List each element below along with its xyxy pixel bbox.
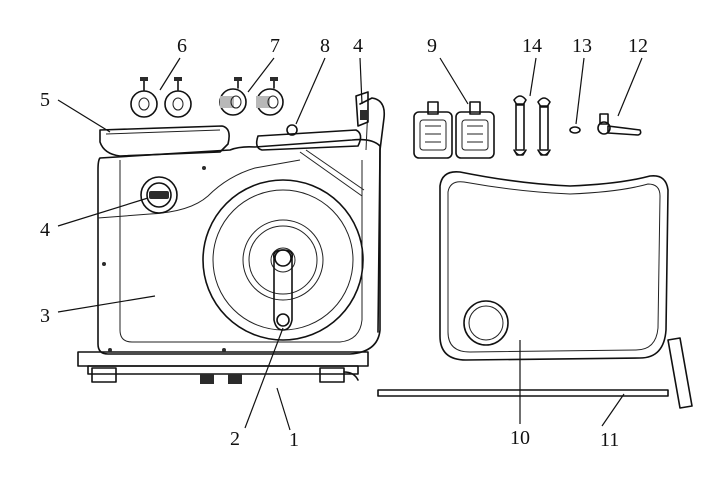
callout-7: 7 xyxy=(270,35,280,57)
locking-caster xyxy=(219,77,247,116)
lever-knob xyxy=(597,113,642,136)
resistance-knob xyxy=(140,176,178,214)
callout-9: 9 xyxy=(427,35,437,57)
side-housing-panel xyxy=(97,138,381,355)
callout-5: 5 xyxy=(40,89,50,111)
caster-wheel xyxy=(130,77,158,118)
tray-cup-holder xyxy=(463,300,509,346)
callout-1: 1 xyxy=(289,429,299,451)
crank-arm xyxy=(272,249,294,331)
callout-8: 8 xyxy=(320,35,330,57)
callout-14: 14 xyxy=(522,35,542,57)
wrench xyxy=(537,97,551,156)
callout-11: 11 xyxy=(600,429,619,451)
callout-labels: 1 2 3 4 4 5 6 7 8 9 10 11 12 13 14 xyxy=(40,35,648,451)
tray xyxy=(439,170,669,361)
callout-4-top: 4 xyxy=(353,35,363,57)
locking-casters-set xyxy=(219,77,284,116)
handle-bracket xyxy=(355,91,369,127)
flywheel-disc xyxy=(202,179,364,341)
caster-wheel xyxy=(164,77,192,118)
top-console-plate xyxy=(255,124,362,151)
callout-13: 13 xyxy=(572,35,592,57)
leader-lines xyxy=(57,57,643,431)
washer xyxy=(569,126,581,134)
pedals-set xyxy=(413,101,495,159)
wrenches-set xyxy=(513,95,551,156)
callout-4-side: 4 xyxy=(40,219,50,241)
pedal xyxy=(413,101,453,159)
callout-10: 10 xyxy=(510,427,530,449)
seat-plate xyxy=(99,125,230,157)
wrench xyxy=(513,95,527,156)
callout-2: 2 xyxy=(230,428,240,450)
t-handle-tool xyxy=(377,337,693,409)
callout-3: 3 xyxy=(40,305,50,327)
callout-12: 12 xyxy=(628,35,648,57)
base-plate xyxy=(77,351,369,384)
locking-caster xyxy=(256,77,284,116)
bike-main-frame xyxy=(77,91,386,384)
callout-6: 6 xyxy=(177,35,187,57)
caster-wheels-set xyxy=(130,77,192,118)
pedal xyxy=(455,101,495,159)
